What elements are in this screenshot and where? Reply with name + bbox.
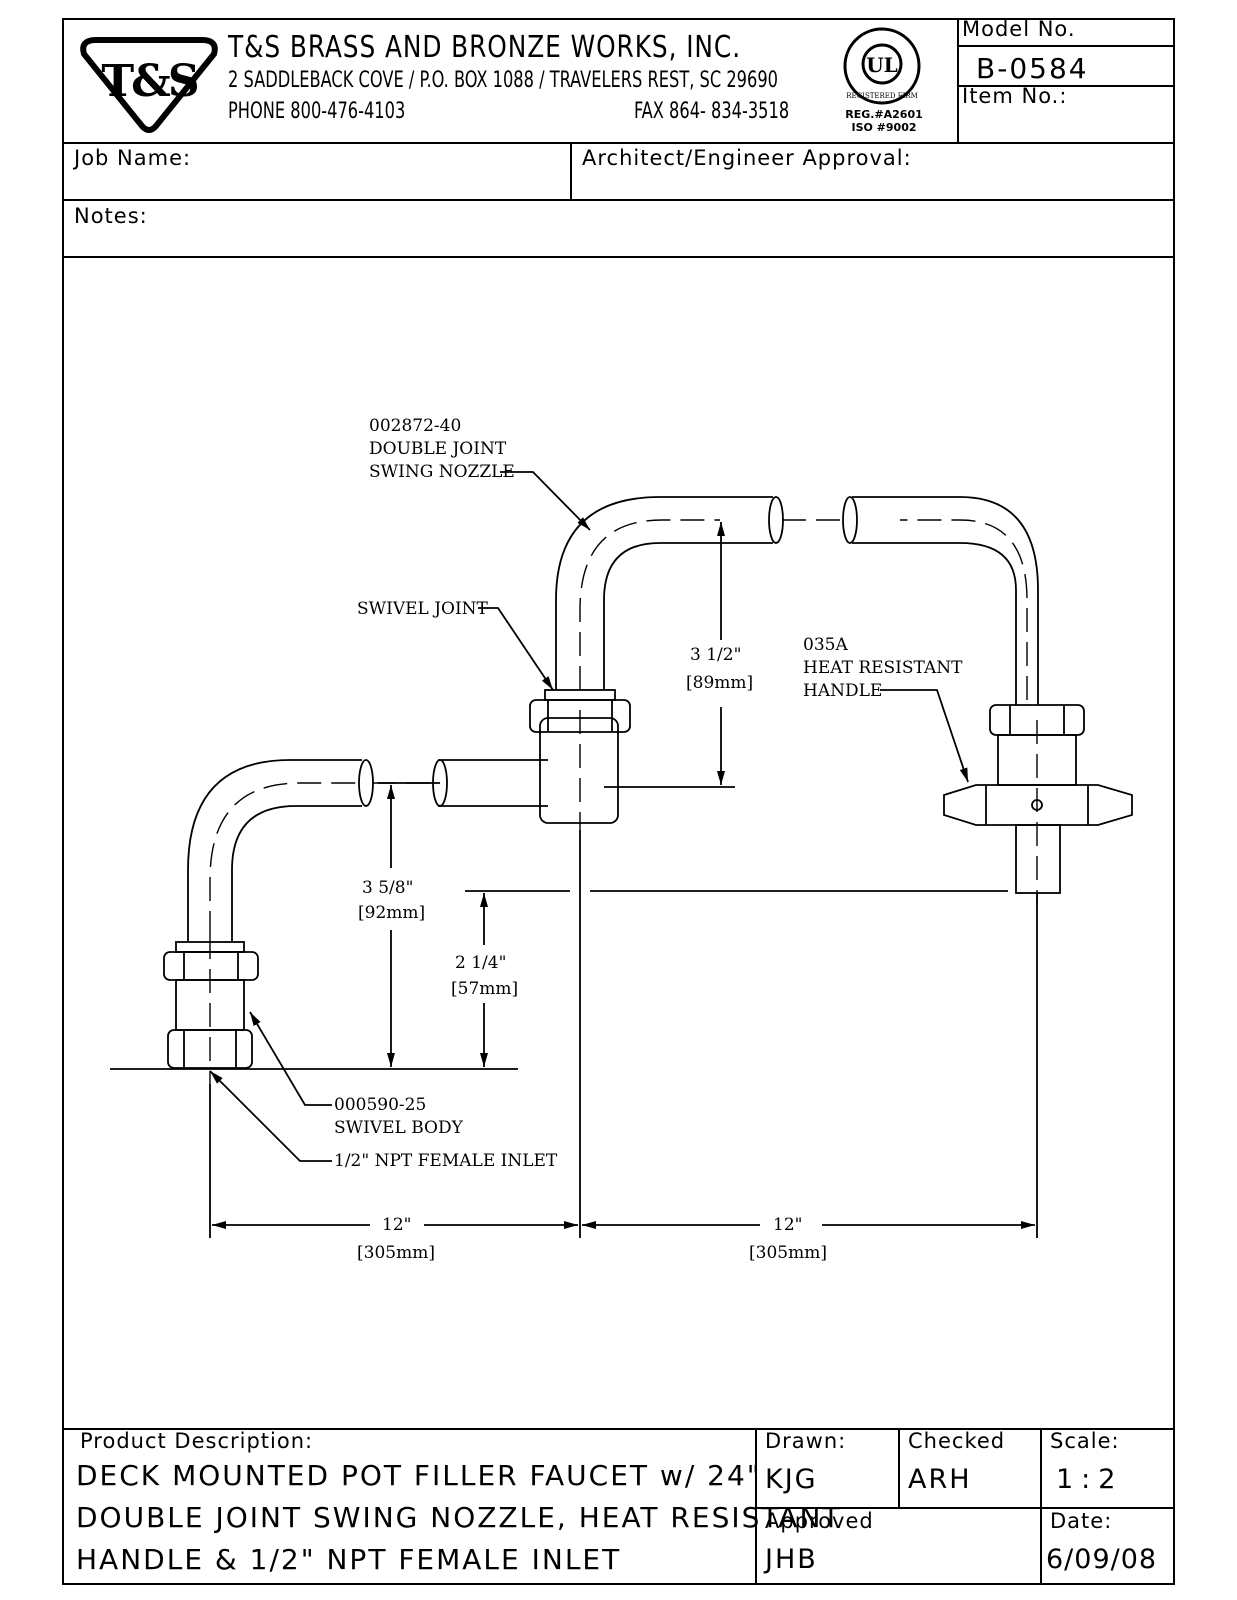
model-label: Model No. bbox=[962, 17, 1076, 41]
heat-resistant-handle bbox=[943, 704, 1133, 894]
leader-swivel-body bbox=[249, 1011, 332, 1106]
notes-divider bbox=[62, 256, 1175, 258]
company-address: 2 SADDLEBACK COVE / P.O. BOX 1088 / TRAV… bbox=[228, 68, 778, 93]
date-label: Date: bbox=[1050, 1509, 1113, 1533]
dim-3-1-2-mm: [89mm] bbox=[686, 673, 754, 693]
logo-text: T&S bbox=[101, 56, 197, 107]
inlet-callout: 1/2" NPT FEMALE INLET bbox=[334, 1151, 558, 1171]
dim-3-5-8-mm: [92mm] bbox=[358, 903, 426, 923]
description-line-1: DECK MOUNTED POT FILLER FAUCET w/ 24" bbox=[76, 1459, 762, 1492]
leader-swivel-joint bbox=[478, 607, 554, 691]
job-divider bbox=[62, 199, 1175, 201]
item-label: Item No.: bbox=[962, 84, 1068, 108]
tb-v2 bbox=[898, 1428, 900, 1508]
dim-3-5-8-label: 3 5/8" bbox=[362, 878, 414, 898]
sheet-border bbox=[62, 18, 1175, 1585]
checked-value: ARH bbox=[908, 1464, 972, 1495]
approved-label: Approved bbox=[765, 1509, 874, 1533]
date-value: 6/09/08 bbox=[1046, 1544, 1158, 1575]
architect-approval-label: Architect/Engineer Approval: bbox=[582, 146, 912, 170]
tb-v3 bbox=[1040, 1428, 1042, 1585]
drawn-label: Drawn: bbox=[765, 1429, 847, 1453]
dim-12-right-label: 12" bbox=[773, 1215, 803, 1235]
center-lines bbox=[209, 519, 1038, 1084]
dim-12-right-mm: [305mm] bbox=[749, 1243, 827, 1263]
ul-registration: REG.#A2601 ISO #9002 bbox=[838, 108, 930, 134]
description-line-3: HANDLE & 1/2" NPT FEMALE INLET bbox=[76, 1543, 622, 1576]
title-block-top bbox=[62, 1428, 1175, 1430]
drawn-value: KJG bbox=[765, 1464, 818, 1495]
company-phone: PHONE 800-476-4103 bbox=[228, 99, 406, 124]
leader-handle bbox=[880, 689, 969, 783]
tb-h1 bbox=[755, 1507, 1175, 1509]
swivel-joint-callout: SWIVEL JOINT bbox=[357, 599, 488, 619]
company-fax: FAX 864- 834-3518 bbox=[634, 99, 790, 124]
dim-2-1-4-label: 2 1/4" bbox=[455, 953, 507, 973]
dim-3-1-2-label: 3 1/2" bbox=[690, 645, 742, 665]
ul-text: UL bbox=[866, 53, 898, 77]
model-label-divider bbox=[957, 45, 1175, 47]
job-name-label: Job Name: bbox=[74, 146, 192, 170]
product-description-label: Product Description: bbox=[80, 1429, 314, 1453]
dim-12-left-mm: [305mm] bbox=[357, 1243, 435, 1263]
reg-number: REG.#A2601 bbox=[845, 108, 923, 121]
leader-inlet bbox=[209, 1070, 332, 1162]
leader-nozzle bbox=[500, 471, 591, 531]
ul-ring-text: REGISTERED FIRM bbox=[846, 92, 918, 100]
scale-label: Scale: bbox=[1050, 1429, 1120, 1453]
swivel-body-callout: 000590-25 SWIVEL BODY bbox=[334, 1095, 463, 1138]
job-architect-divider bbox=[570, 142, 572, 200]
scale-value: 1:2 bbox=[1056, 1464, 1124, 1495]
company-name: T&S BRASS AND BRONZE WORKS, INC. bbox=[228, 30, 742, 65]
description-line-2: DOUBLE JOINT SWING NOZZLE, HEAT RESISTAN… bbox=[76, 1501, 842, 1534]
approved-value: JHB bbox=[765, 1544, 818, 1575]
tb-v1 bbox=[755, 1428, 757, 1585]
dim-12-left-label: 12" bbox=[382, 1215, 412, 1235]
iso-number: ISO #9002 bbox=[851, 121, 917, 134]
ul-logo: UL REGISTERED FIRM bbox=[842, 26, 922, 106]
header-divider bbox=[62, 142, 1175, 144]
model-value: B-0584 bbox=[976, 52, 1089, 85]
model-value-divider bbox=[957, 85, 1175, 87]
dim-2-1-4-mm: [57mm] bbox=[451, 979, 519, 999]
handle-callout: 035A HEAT RESISTANT HANDLE bbox=[803, 635, 963, 701]
checked-label: Checked bbox=[908, 1429, 1006, 1453]
company-logo: T&S bbox=[74, 34, 224, 134]
swivel-body bbox=[163, 759, 374, 1069]
nozzle-callout: 002872-40 DOUBLE JOINT SWING NOZZLE bbox=[369, 416, 515, 482]
model-box-divider bbox=[957, 18, 959, 143]
notes-label: Notes: bbox=[74, 204, 148, 228]
